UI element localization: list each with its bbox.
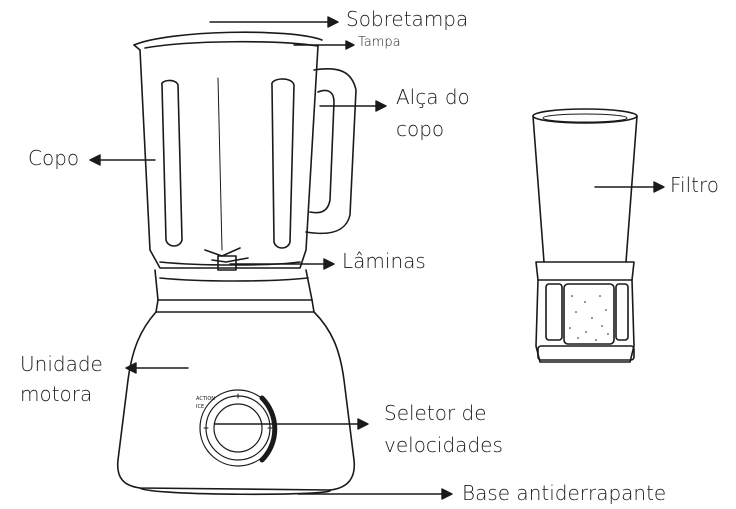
label-laminas: Lâminas xyxy=(342,249,426,273)
motor-base xyxy=(116,311,356,496)
blades xyxy=(204,247,249,271)
jar xyxy=(133,31,323,269)
label-unidade-line2: motora xyxy=(20,382,93,406)
label-seletor-line2: velocidades xyxy=(384,433,503,457)
label-unidade-line1: Unidade xyxy=(20,352,103,376)
label-copo: Copo xyxy=(28,146,80,170)
jar-handle xyxy=(305,68,357,235)
label-tampa: Tampa xyxy=(358,35,401,50)
label-alca-line2: copo xyxy=(396,117,445,141)
label-seletor-line1: Seletor de xyxy=(384,401,487,425)
label-sobretampa: Sobretampa xyxy=(346,7,469,31)
speed-dial: ACTION ICE xyxy=(196,389,278,467)
svg-text:ACTION: ACTION xyxy=(196,396,215,402)
collar xyxy=(154,269,315,313)
filter xyxy=(532,108,638,363)
label-filtro: Filtro xyxy=(670,173,720,197)
svg-text:ICE: ICE xyxy=(196,404,204,410)
label-alca-line1: Alça do xyxy=(396,85,470,109)
callout-arrows xyxy=(89,16,665,500)
label-base: Base antiderrapante xyxy=(462,481,667,505)
